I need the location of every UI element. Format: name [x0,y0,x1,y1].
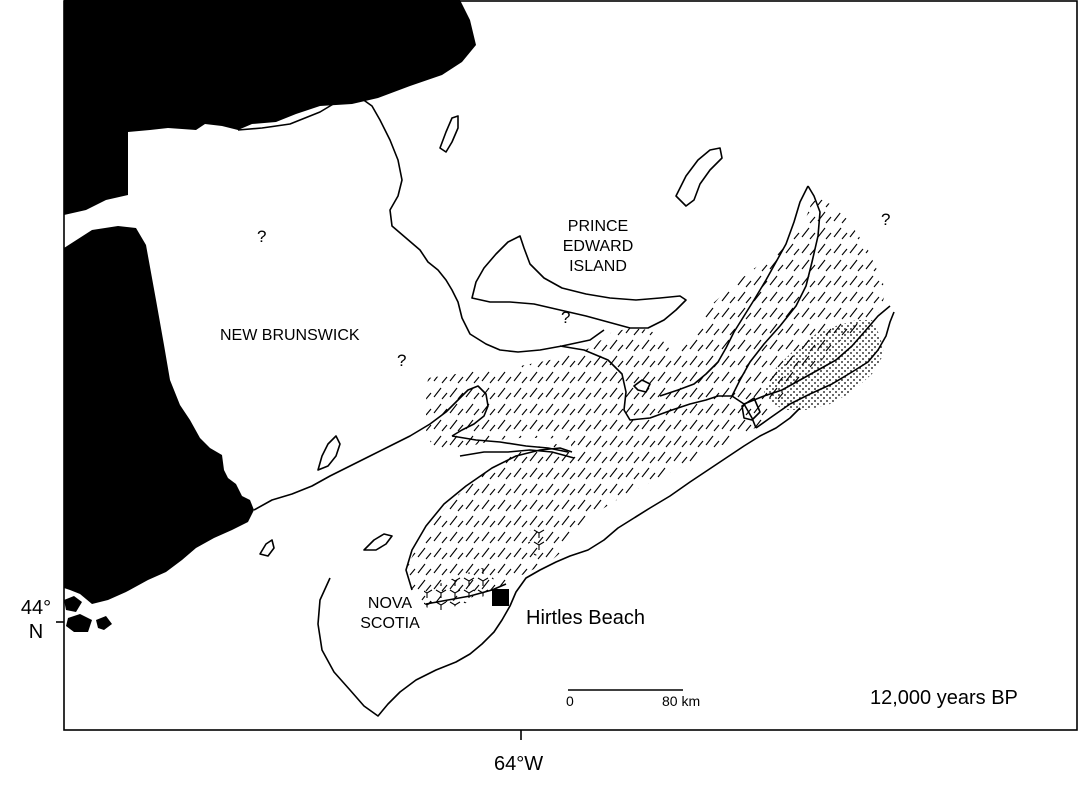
label-ns-line1: NOVA [367,595,413,612]
islands-west [64,596,112,632]
label-hirtles-beach: Hirtles Beach [526,607,645,629]
label-new-brunswick: NEW BRUNSWICK [220,327,360,344]
ice-area [406,196,886,604]
latitude-label: 44° N [16,596,56,644]
label-pei-line1: PRINCE [567,218,629,235]
time-label: 12,000 years BP [870,687,1018,709]
tree-area-north [528,524,548,556]
landmass-maine [64,226,254,604]
label-prince-edward-island: PRINCE EDWARD ISLAND [553,217,643,277]
scale-start-label: 0 [566,693,574,709]
label-ns-line2: SCOTIA [360,615,420,632]
label-nova-scotia: NOVA SCOTIA [350,594,430,634]
unknown-marker-northeast: ? [881,210,891,229]
hirtles-beach-marker [492,589,509,606]
longitude-label: 64°W [494,753,544,775]
unknown-marker-pei: ? [561,308,571,327]
latitude-hemisphere: N [28,621,44,643]
scale-end-label: 80 km [662,693,701,709]
label-pei-line3: ISLAND [569,258,627,275]
unknown-marker-nb-north: ? [257,227,267,246]
label-pei-line2: EDWARD [562,238,634,255]
landmass-quebec [64,0,476,215]
unknown-marker-nb-east: ? [397,351,407,370]
coastlines [237,95,895,717]
latitude-degrees: 44° [20,597,52,619]
